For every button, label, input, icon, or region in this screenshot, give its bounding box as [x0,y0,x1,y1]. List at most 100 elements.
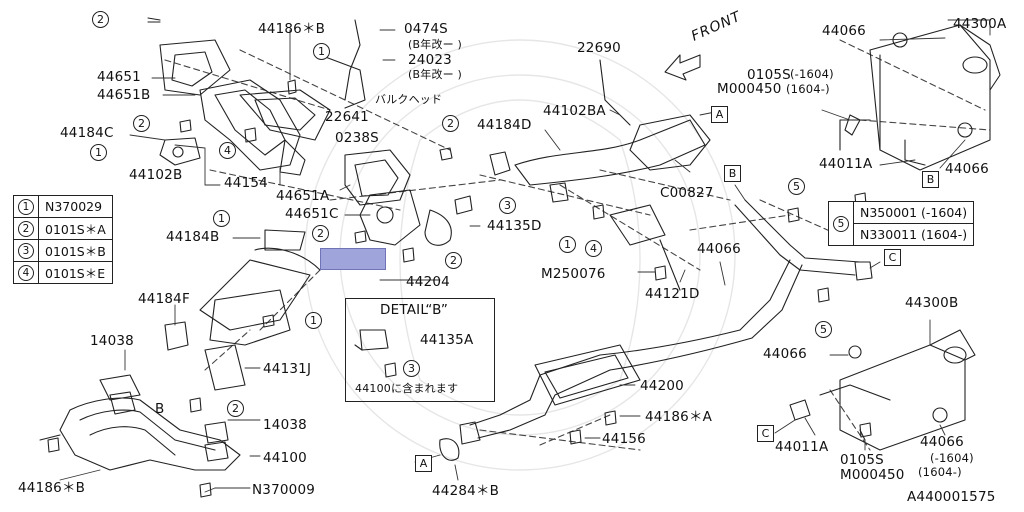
label-0105S-bottom[interactable]: 0105S [840,452,884,468]
label-44154[interactable]: 44154 [224,175,268,191]
label-44100[interactable]: 44100 [263,450,307,466]
callout-4: 4 [585,240,602,257]
label-0474S-note: (B年改ー ) [408,38,463,51]
label-44156[interactable]: 44156 [602,431,646,447]
rear-muffler-b [789,329,976,451]
callout-2: 2 [445,252,462,269]
label-24023[interactable]: 24023 [408,52,452,68]
legend-value: N370029 [38,195,113,218]
highlighted-part-44204[interactable] [320,248,386,270]
label-0238S[interactable]: 0238S [335,130,379,146]
label-44135D[interactable]: 44135D [487,218,542,234]
detail-b-title: DETAIL“B” [380,302,449,318]
label-14038-bottom[interactable]: 14038 [263,417,307,433]
label-44184D[interactable]: 44184D [477,117,532,133]
label-44011A-top[interactable]: 44011A [819,156,873,172]
label-N370009[interactable]: N370009 [252,482,316,498]
label-44066-lower[interactable]: 44066 [763,346,807,362]
label-0105S-top[interactable]: 0105S [747,67,791,83]
front-label: FRONT [689,8,744,45]
label-mark-B: B [155,401,165,417]
callout-4: 4 [219,142,236,159]
ref-box-C: C [884,249,901,266]
label-44300A[interactable]: 44300A [953,16,1007,32]
diagram-code: A440001575 [907,489,996,505]
callout-1: 1 [313,43,330,60]
detail-b-note: 44100に含まれます [355,382,459,395]
label-44300B[interactable]: 44300B [905,295,959,311]
label-44102B[interactable]: 44102B [129,167,183,183]
main-pipe [439,329,753,461]
label-44184C[interactable]: 44184C [60,125,114,141]
label-range-top-2: (1604-) [786,82,830,96]
label-bulkhead: バルクヘッド [375,93,443,106]
legend-value: 0101S＊E [38,261,113,284]
label-44184F[interactable]: 44184F [138,291,190,307]
label-14038-top[interactable]: 14038 [90,333,134,349]
legend-value: 0101S＊B [38,239,113,262]
callout-1: 1 [90,144,107,161]
front-pipe-center [164,149,452,391]
label-44651C[interactable]: 44651C [285,206,339,222]
label-44651A[interactable]: 44651A [276,188,330,204]
label-44135A[interactable]: 44135A [420,332,474,348]
callout-1: 1 [559,236,576,253]
ref-box-C: C [757,425,774,442]
legend-table-nut: 5 N350001 (-1604) N330011 (1604-) [828,201,975,246]
ref-box-B: B [724,165,741,182]
front-arrow [664,54,701,81]
y-pipe [734,199,873,339]
legend-value: 0101S＊A [38,217,113,240]
label-44066-top[interactable]: 44066 [822,23,866,39]
center-pipe [489,59,711,291]
label-44121D[interactable]: 44121D [645,286,700,302]
label-44066-right[interactable]: 44066 [945,161,989,177]
label-44066-bottom[interactable]: 44066 [920,434,964,450]
label-44186B[interactable]: 44186＊B [258,21,326,37]
label-M000450-bottom[interactable]: M000450 [840,467,905,483]
label-22641[interactable]: 22641 [325,109,369,125]
label-44200[interactable]: 44200 [640,378,684,394]
callout-5: 5 [788,178,805,195]
label-44131J[interactable]: 44131J [263,361,312,377]
legend-row: N330011 (1604-) [829,223,975,246]
callout-5: 5 [815,321,832,338]
label-44651[interactable]: 44651 [97,69,141,85]
legend-row: 5 N350001 (-1604) [828,201,975,246]
label-44066-center[interactable]: 44066 [697,241,741,257]
label-22690[interactable]: 22690 [577,40,621,56]
label-range-bottom-1: (-1604) [930,451,974,465]
legend-key: 5 [833,216,849,232]
label-C00827[interactable]: C00827 [660,185,714,201]
callout-3: 3 [499,197,516,214]
label-M250076[interactable]: M250076 [541,266,606,282]
label-44186A[interactable]: 44186＊A [645,409,713,425]
legend-value: N330011 (1604-) [852,223,975,246]
label-M000450-top[interactable]: M000450 [717,81,782,97]
header-44100 [39,374,241,471]
detail-clip [354,329,389,351]
legend-key: 2 [18,221,34,237]
label-44284B[interactable]: 44284＊B [432,483,500,499]
ref-box-B: B [922,171,939,188]
leader-lines [59,19,991,493]
label-24023-note: (B年改ー ) [408,68,463,81]
callout-2: 2 [133,115,150,132]
label-44011A-bottom[interactable]: 44011A [775,439,829,455]
label-range-top-1: (-1604) [790,67,834,81]
callout-2: 2 [442,115,459,132]
label-44651B[interactable]: 44651B [97,87,151,103]
label-44102BA[interactable]: 44102BA [543,103,606,119]
label-44204[interactable]: 44204 [406,274,450,290]
label-44184B[interactable]: 44184B [166,229,220,245]
callout-2: 2 [227,400,244,417]
label-0474S[interactable]: 0474S [404,21,448,37]
ref-box-A: A [711,106,728,123]
callout-3: 3 [403,360,420,377]
label-44186B-bottom[interactable]: 44186＊B [18,480,86,496]
